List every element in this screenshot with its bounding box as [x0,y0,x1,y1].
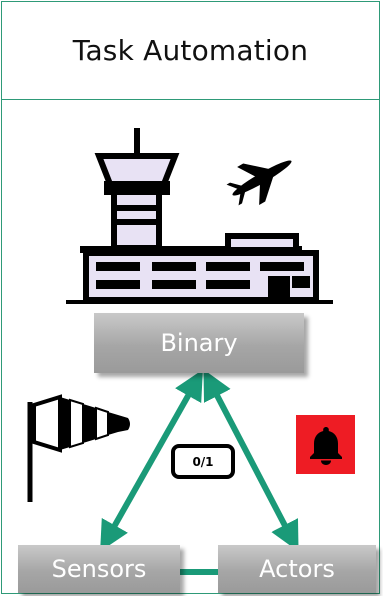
binary-node[interactable]: Binary [94,313,304,373]
binary-node-label: Binary [160,329,238,357]
actors-node-label: Actors [259,555,335,583]
page-title: Task Automation [72,33,309,67]
airport-terminal-icon [66,128,333,304]
windsock-icon [27,394,130,502]
sensors-node-label: Sensors [51,555,147,583]
badge-label: 0/1 [192,454,214,469]
binary-state-badge: 0/1 [171,444,235,479]
bell-icon [309,426,342,465]
connector-binary-sensors [100,369,203,552]
sensors-node[interactable]: Sensors [18,545,180,593]
connector-binary-actors [203,369,299,552]
actors-node[interactable]: Actors [218,545,376,593]
airplane-icon [226,160,292,206]
title-bar: Task Automation [1,1,380,100]
alarm-button[interactable] [296,415,355,474]
